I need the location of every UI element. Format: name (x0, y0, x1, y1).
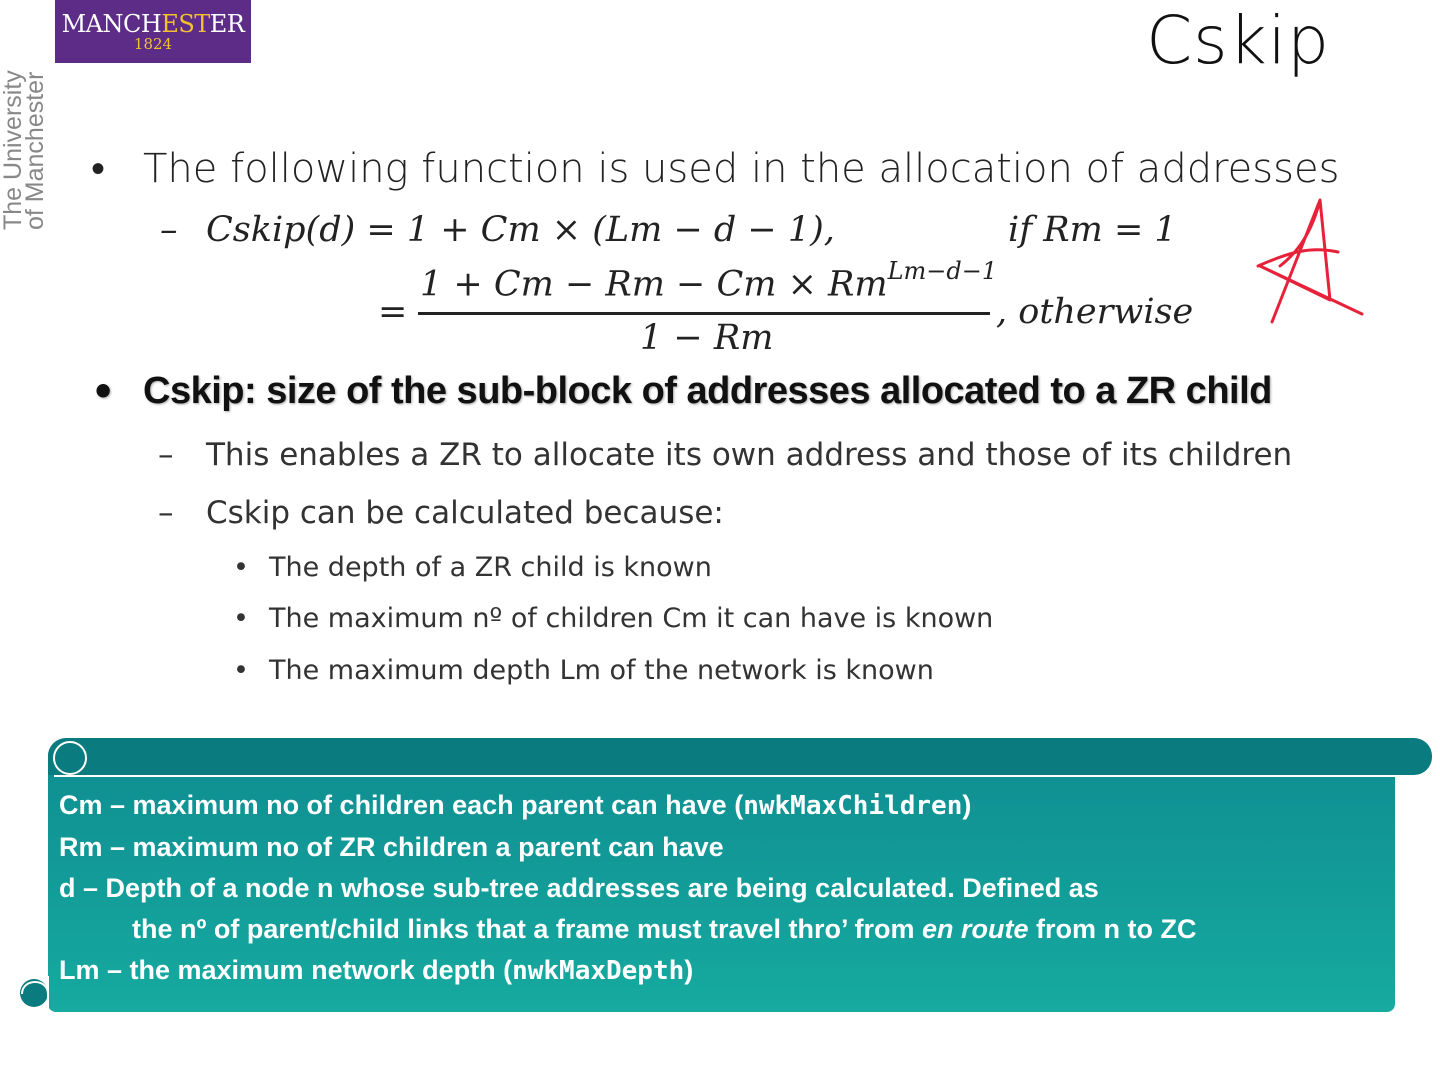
university-line-2: of Manchester (21, 71, 49, 230)
bullet-dot: • (91, 146, 106, 192)
formula-numerator: 1 + Cm − Rm − Cm × RmLm−d−1 (420, 257, 997, 305)
definition-lm-code: nwkMaxDepth (512, 956, 685, 986)
numerator-exponent: Lm−d−1 (887, 257, 998, 285)
sub-sub-dot: • (233, 603, 249, 634)
sub-sub-item-1: • The depth of a ZR child is known (233, 552, 712, 583)
sub-sub-dot: • (233, 552, 249, 583)
sub-sub-item-1-text: The depth of a ZR child is known (269, 552, 712, 583)
logo-year: 1824 (133, 35, 173, 53)
definition-cm-code: nwkMaxChildren (743, 791, 963, 821)
fraction-bar (418, 312, 990, 315)
bullet-dot: • (91, 370, 115, 414)
bullet-2-text: Cskip: size of the sub-block of addresse… (143, 370, 1272, 412)
formula-otherwise: , otherwise (996, 292, 1194, 332)
definition-rm: Rm – maximum no of ZR children a parent … (59, 832, 724, 862)
definition-lm: Lm – the maximum network depth (nwkMaxDe… (59, 950, 1197, 992)
sub-sub-item-2: • The maximum nº of children Cm it can h… (233, 603, 994, 634)
sub-item-1-text: This enables a ZR to allocate its own ad… (206, 437, 1293, 473)
university-logo: MANCHESTER 1824 (55, 0, 251, 63)
formula-line-1: Cskip(d) = 1 + Cm × (Lm − d − 1), (206, 210, 835, 250)
sub-item-dash: – (158, 437, 174, 473)
logo-text-accent: EST (161, 10, 210, 38)
formula-condition: if Rm = 1 (1008, 210, 1177, 250)
definition-cm-text: Cm – maximum no of children each parent … (59, 790, 744, 820)
definition-lm-text: Lm – the maximum network depth ( (59, 955, 513, 985)
definitions-panel: Cm – maximum no of children each parent … (59, 785, 1197, 992)
logo-text-2: ER (209, 10, 245, 38)
formula-denominator: 1 − Rm (640, 318, 774, 358)
star-doodle-icon (1256, 198, 1364, 324)
bullet-2: • Cskip: size of the sub-block of addres… (91, 370, 1272, 414)
formula-dash: – (160, 210, 178, 250)
bullet-1-text: The following function is used in the al… (143, 146, 1340, 192)
sub-sub-item-3: • The maximum depth Lm of the network is… (233, 655, 934, 686)
definition-cm: Cm – maximum no of children each parent … (59, 785, 1197, 827)
sub-sub-item-2-text: The maximum nº of children Cm it can hav… (269, 603, 994, 634)
definition-d-line-2-end: from n to ZC (1028, 914, 1197, 944)
logo-wordmark: MANCHESTER (55, 0, 251, 36)
university-vertical-label: The University of Manchester (0, 70, 49, 230)
formula-equals: = (378, 292, 408, 332)
sub-item-2: – Cskip can be calculated because: (158, 495, 724, 531)
numerator-text: 1 + Cm − Rm − Cm × Rm (420, 264, 888, 305)
logo-text-1: MANCH (61, 10, 162, 38)
scroll-banner (20, 738, 1432, 1012)
sub-item-dash: – (158, 495, 174, 531)
sub-item-2-text: Cskip can be calculated because: (206, 495, 724, 531)
sub-sub-dot: • (233, 655, 249, 686)
definition-cm-suffix: ) (962, 790, 972, 820)
definition-d-line-1: d – Depth of a node n whose sub-tree add… (59, 873, 1099, 903)
definition-d-line-2-italic: en route (922, 914, 1029, 944)
slide-title: Cskip (1146, 2, 1330, 79)
bullet-1: • The following function is used in the … (91, 146, 1340, 192)
sub-sub-item-3-text: The maximum depth Lm of the network is k… (269, 655, 934, 686)
definition-d-line-2: the nº of parent/child links that a fram… (59, 909, 1197, 950)
definition-lm-suffix: ) (684, 955, 694, 985)
sub-item-1: – This enables a ZR to allocate its own … (158, 437, 1293, 473)
definition-d-line-2-text: the nº of parent/child links that a fram… (132, 914, 923, 944)
